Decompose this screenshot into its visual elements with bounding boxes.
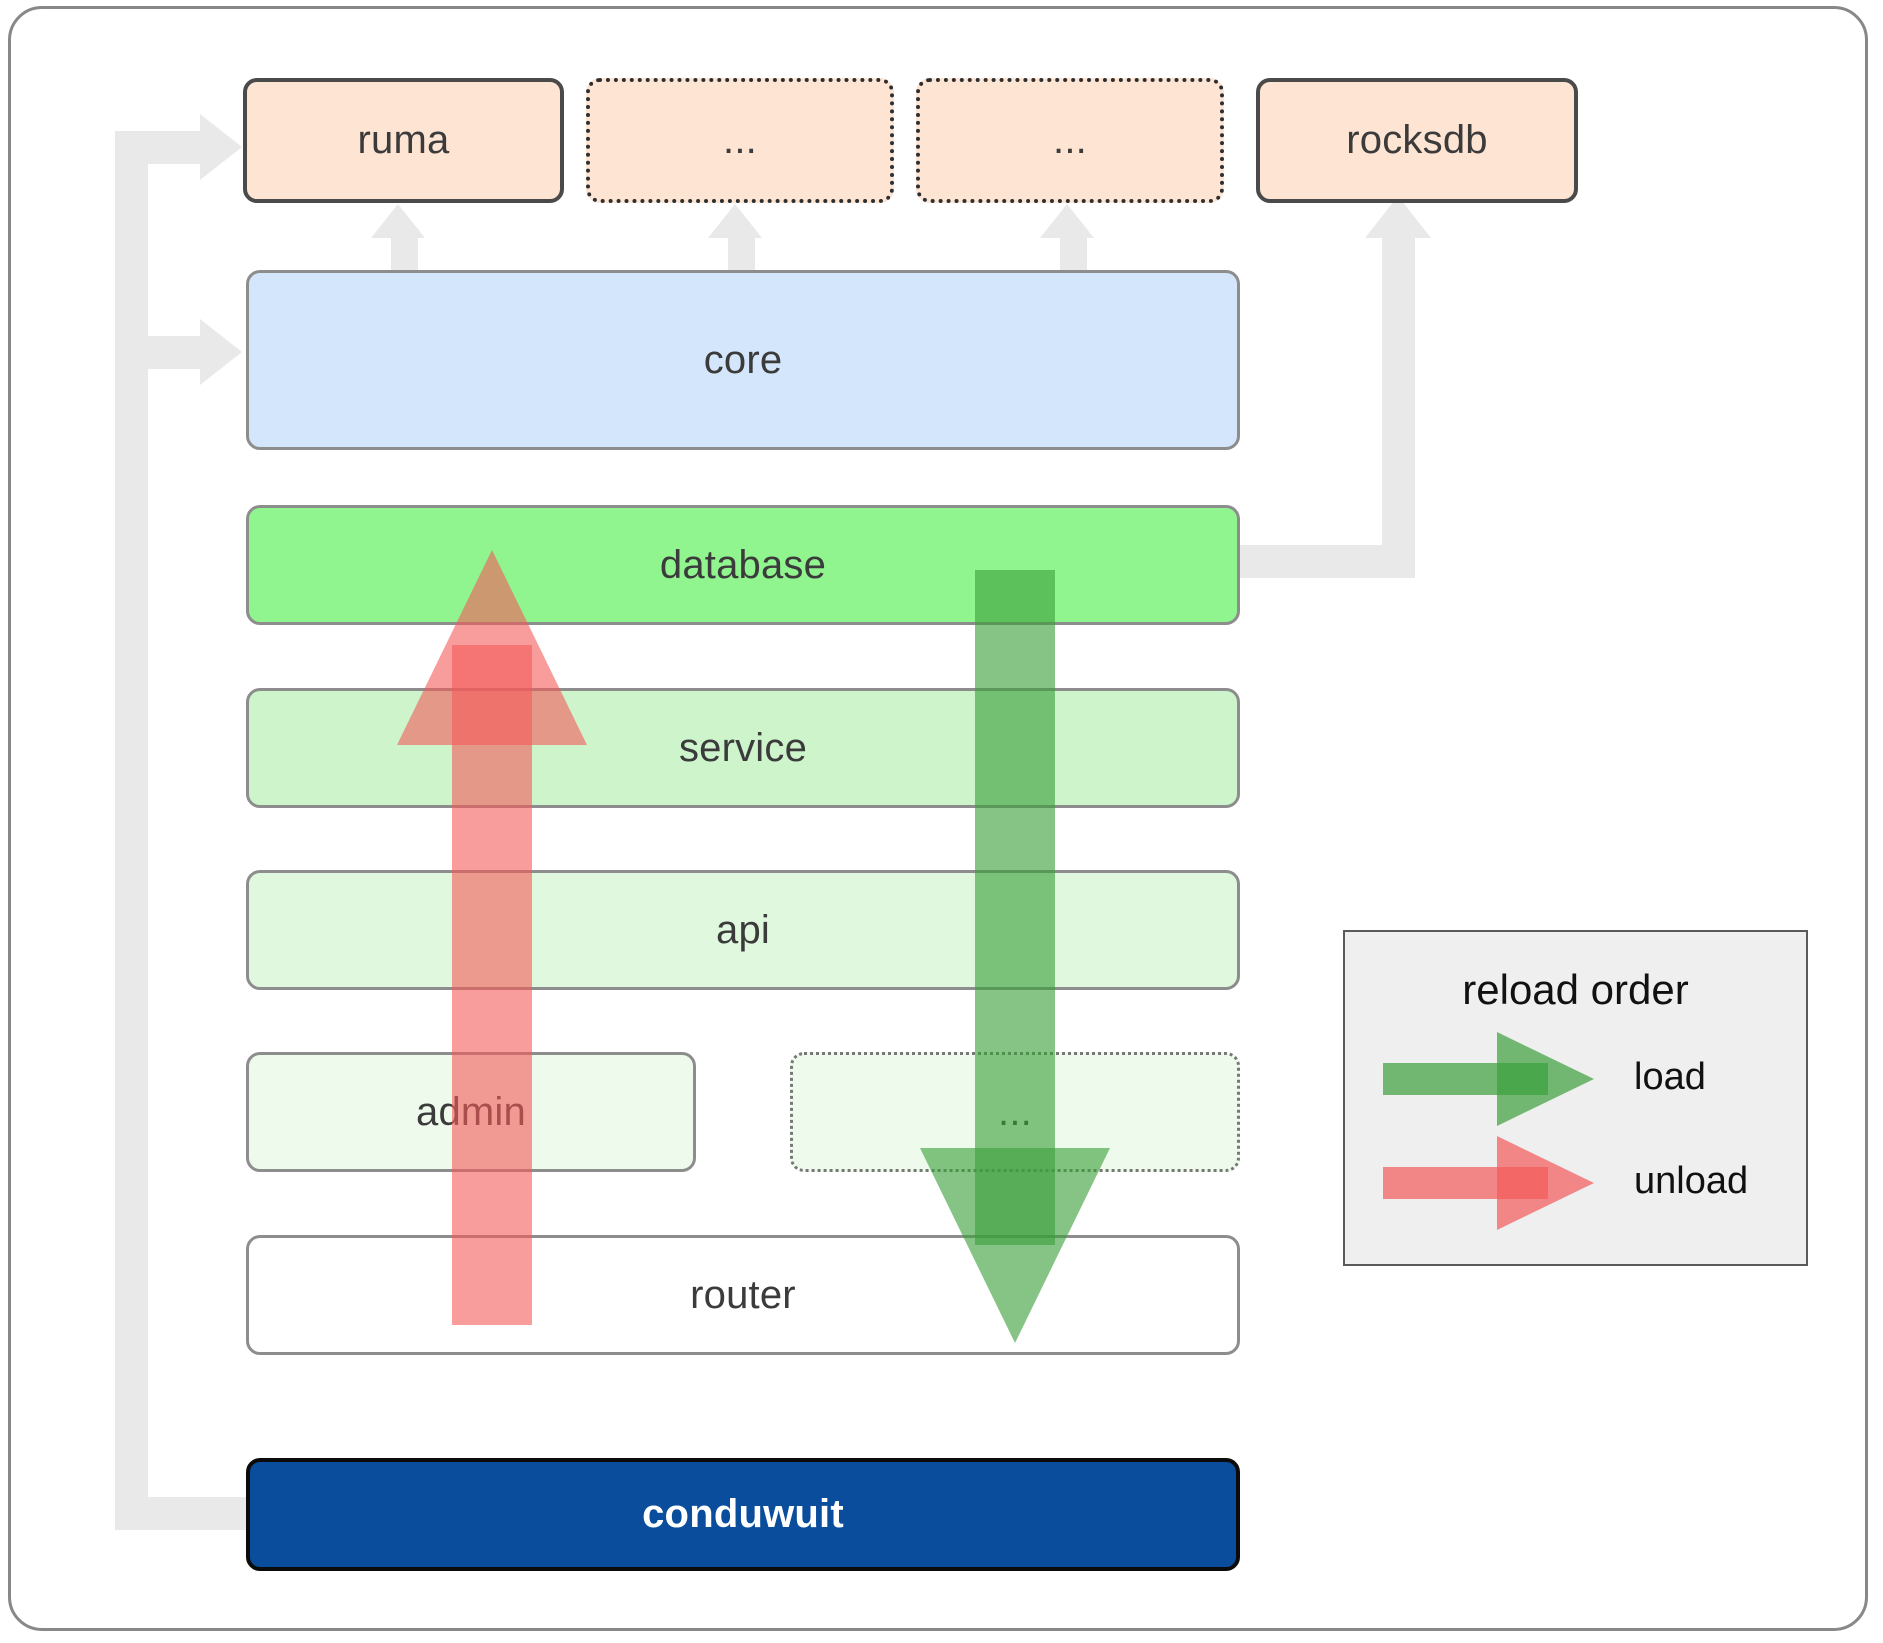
connector-arrow-to-ruma: [200, 114, 242, 180]
node-router-label: router: [690, 1272, 796, 1317]
legend-load-label: load: [1634, 1056, 1706, 1098]
connector-core-to-dots2-arrow: [1040, 204, 1094, 238]
connector-arrow-to-core: [200, 319, 242, 385]
node-service[interactable]: service: [246, 688, 1240, 808]
legend-load-arrow-head: [1497, 1032, 1594, 1126]
legend-title: reload order: [1462, 966, 1689, 1013]
node-api-label: api: [716, 907, 770, 952]
unload-arrow-head: [397, 550, 587, 745]
connector-branch-to-ruma: [115, 131, 210, 164]
node-database[interactable]: database: [246, 505, 1240, 625]
node-database-label: database: [659, 542, 827, 587]
load-arrow-head: [920, 1148, 1110, 1343]
unload-arrow-shaft: [452, 645, 532, 1325]
node-conduwuit[interactable]: conduwuit: [246, 1458, 1240, 1571]
node-external-placeholder-2-label: ...: [1053, 118, 1087, 162]
node-external-placeholder-1[interactable]: ...: [586, 78, 894, 203]
node-service-label: service: [678, 725, 808, 770]
node-rocksdb[interactable]: rocksdb: [1256, 78, 1578, 203]
node-api[interactable]: api: [246, 870, 1240, 990]
node-rocksdb-label: rocksdb: [1346, 118, 1488, 162]
node-ruma[interactable]: ruma: [243, 78, 564, 203]
connector-core-to-dots1-arrow: [708, 204, 762, 238]
connector-arrow-to-rocksdb: [1365, 196, 1431, 238]
node-core[interactable]: core: [246, 270, 1240, 450]
load-arrow-shaft: [975, 570, 1055, 1245]
node-core-label: core: [703, 337, 783, 382]
node-external-placeholder-1-label: ...: [723, 118, 757, 162]
diagram-outer-frame: [8, 6, 1868, 1631]
connector-branch-to-core: [115, 336, 210, 369]
legend-unload-arrow-head: [1497, 1136, 1594, 1230]
connector-database-to-rocksdb-vertical: [1382, 235, 1415, 578]
node-conduwuit-label: conduwuit: [642, 1492, 844, 1536]
node-ruma-label: ruma: [357, 118, 450, 162]
node-external-placeholder-2[interactable]: ...: [916, 78, 1224, 203]
legend-unload-label: unload: [1634, 1160, 1749, 1202]
connector-core-to-ruma-arrow: [371, 204, 425, 238]
